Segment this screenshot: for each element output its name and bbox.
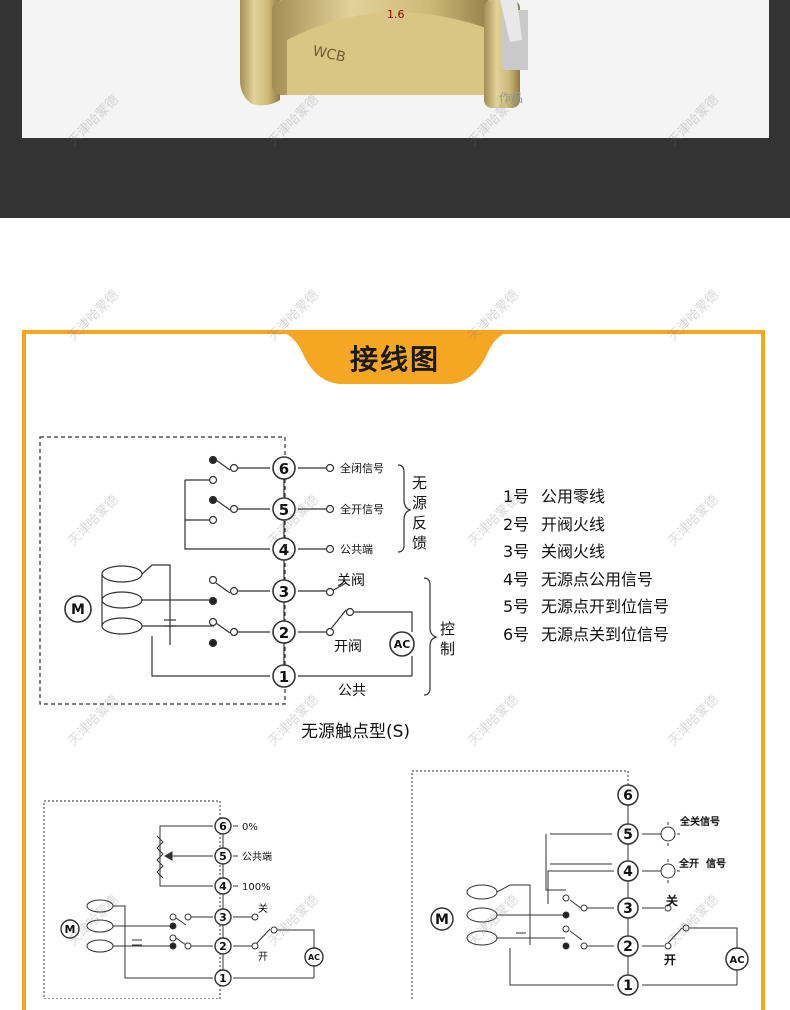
lamp-terminal-1: 1	[623, 978, 633, 994]
lamp-label-signal: 信号	[706, 857, 726, 870]
pot-motor-label: M	[65, 923, 76, 936]
lamp-terminal-6: 6	[623, 788, 633, 804]
s-controller-box	[39, 436, 286, 705]
product-photo: 1.6 WCB 作品	[22, 0, 769, 138]
s-motor-icon	[64, 595, 92, 623]
legend-row-2: 2号开阀火线	[503, 514, 606, 534]
lamp-terminal-3: 3	[623, 901, 633, 917]
pot-ac-label: AC	[308, 953, 320, 962]
pot-terminal-1: 1	[219, 972, 227, 985]
lamp-motor-icon	[430, 907, 454, 931]
pot-terminal-5: 5	[219, 850, 227, 863]
pot-motor-icon	[60, 919, 80, 939]
s-terminal-4: 4	[279, 541, 289, 559]
terminal-legend: 1号公用零线 2号开阀火线 3号关阀火线 4号无源点公用信号 5号无源点开到位信…	[503, 483, 669, 648]
lamp-label-full-open: 全开	[678, 857, 699, 870]
title-tab	[270, 330, 520, 384]
lamp-terminal-2: 2	[623, 939, 633, 955]
lamp-ac-icon	[725, 947, 749, 971]
pot-terminal-2: 2	[219, 940, 227, 953]
legend-row-5: 5号无源点开到位信号	[503, 597, 670, 616]
lamp-label-open: 开	[664, 953, 676, 967]
lamp-ac-label: AC	[729, 955, 744, 966]
lamp-label-close: 关	[666, 893, 678, 908]
pot-terminal-3: 3	[219, 911, 227, 924]
valve-image: 1.6 WCB 作品	[22, 0, 769, 138]
pot-label-100: 100%	[242, 882, 271, 893]
s-terminal-1: 1	[279, 668, 289, 686]
pot-label-0: 0%	[242, 822, 258, 833]
s-label-open: 开阀	[334, 639, 362, 655]
s-label-close: 关阀	[337, 573, 365, 589]
s-label-full-open: 全开信号	[340, 502, 384, 516]
s-motor-label: M	[71, 602, 85, 618]
s-terminal-6: 6	[279, 460, 289, 478]
lamp-label-full-close: 全关信号	[679, 815, 720, 828]
valve-mark-red: 1.6	[387, 8, 405, 21]
s-label-full-close: 全闭信号	[340, 461, 384, 475]
s-terminal-3: 3	[279, 583, 289, 601]
pot-label-open: 开	[258, 952, 268, 963]
s-ac-icon	[389, 631, 415, 657]
s-terminal-2: 2	[279, 624, 289, 642]
pot-ac-icon	[304, 947, 324, 967]
page-title: 接线图	[349, 343, 440, 376]
s-feedback-group-char1: 无源反馈	[412, 474, 427, 552]
s-caption: 无源触点型(S)	[301, 722, 410, 742]
lamp-terminal-5: 5	[623, 827, 633, 843]
s-ac-label: AC	[394, 638, 411, 651]
pot-label-common: 公共端	[242, 850, 272, 863]
s-control-group: 控制	[440, 620, 455, 658]
legend-row-3: 3号关阀火线	[503, 542, 606, 561]
legend-row-1: 1号公用零线	[503, 487, 606, 506]
valve-mark-wcb: WCB	[311, 43, 347, 66]
pot-terminal-6: 6	[219, 820, 227, 833]
lamp-motor-label: M	[435, 912, 449, 928]
legend-row-6: 6号无源点关到位信号	[503, 624, 670, 644]
pot-terminal-4: 4	[219, 880, 227, 893]
lamp-terminal-4: 4	[623, 864, 633, 880]
s-terminal-5: 5	[279, 501, 289, 519]
legend-row-4: 4号无源点公用信号	[503, 569, 654, 589]
s-label-common-end: 公共端	[340, 543, 373, 556]
pot-label-close: 关	[258, 902, 268, 915]
s-label-common: 公共	[338, 683, 366, 699]
photo-overlay-text: 作品	[499, 91, 523, 105]
